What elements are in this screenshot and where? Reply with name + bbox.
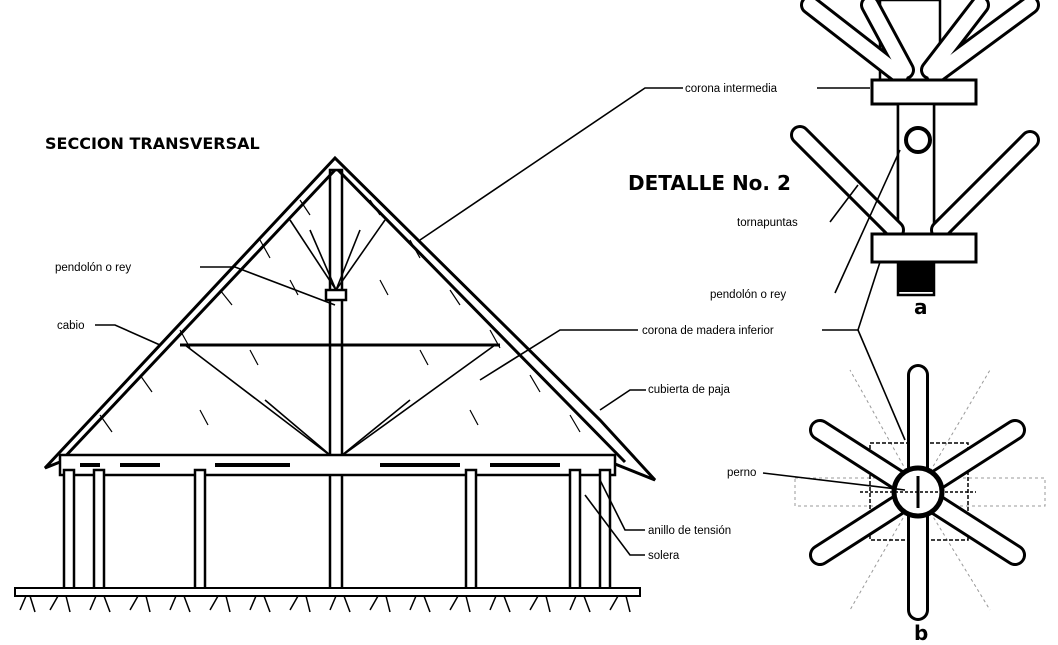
rafter-left <box>58 168 337 464</box>
house-section <box>14 155 657 613</box>
section-title: SECCION TRANSVERSAL <box>45 134 260 153</box>
rafter-right <box>336 168 627 464</box>
label-anillo: anillo de tensión <box>648 525 731 537</box>
label-detail-b: b <box>914 621 928 645</box>
ground-sill <box>14 587 641 597</box>
label-cabio: cabio <box>57 320 85 332</box>
corona-inferior-ring <box>870 232 978 264</box>
leader-lines <box>95 87 906 556</box>
corona-intermedia-ring <box>870 78 978 106</box>
king-post <box>328 168 344 592</box>
grass <box>19 595 631 613</box>
detail-a-drawing <box>790 0 1040 297</box>
detail-title: DETALLE No. 2 <box>628 171 791 195</box>
label-tornapuntas: tornapuntas <box>737 217 798 229</box>
label-detail-a: a <box>914 295 928 319</box>
label-pendolon-left: pendolón o rey <box>55 262 131 274</box>
label-cubierta: cubierta de paja <box>648 384 730 396</box>
label-corona-inferior: corona de madera inferior <box>642 325 774 337</box>
label-pendolon-right: pendolón o rey <box>710 289 786 301</box>
label-solera: solera <box>648 550 680 562</box>
thatch-roof <box>43 155 657 482</box>
label-corona-intermedia: corona intermedia <box>685 83 778 95</box>
detail-b-drawing <box>794 364 1046 621</box>
label-perno: perno <box>727 467 756 479</box>
